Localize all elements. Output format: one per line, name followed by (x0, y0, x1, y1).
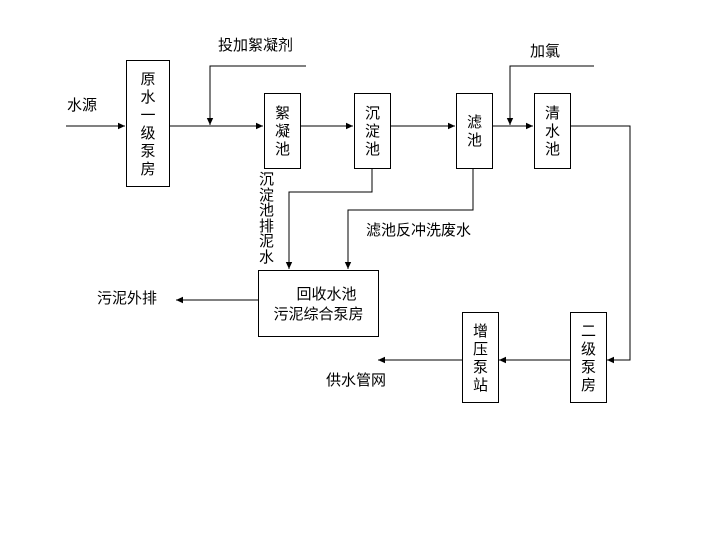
edge-sedimentation-sludge (285, 168, 373, 269)
node-label: 滤池 (466, 113, 482, 149)
edge-clear-water-to-secondary-pump (571, 125, 631, 364)
edge-filter-backwash (344, 168, 474, 269)
node-filter-tank: 滤池 (456, 93, 493, 169)
node-label-line1: 回收水池 (296, 284, 357, 303)
label-supply-network: 供水管网 (326, 371, 387, 389)
label-water-source: 水源 (67, 96, 98, 114)
label-sludge-discharge: 污泥外排 (97, 289, 158, 307)
node-flocculation-tank: 絮凝池 (264, 93, 301, 169)
label-backwash: 滤池反冲洗废水 (366, 221, 472, 239)
node-label: 絮凝池 (274, 104, 290, 158)
node-label-line2: 污泥综合泵房 (273, 304, 364, 323)
node-sedimentation-tank: 沉淀池 (354, 93, 391, 169)
node-label: 增压泵站 (472, 321, 488, 394)
node-label: 二级泵房 (580, 321, 596, 394)
edge-chlorine-dosing (506, 65, 594, 125)
label-sedimentation-sludge: 沉淀池排泥水 (259, 170, 275, 266)
label-add-chlorine: 加氯 (530, 42, 561, 60)
node-secondary-pump-house: 二级泵房 (570, 312, 607, 403)
label-add-coagulant: 投加絮凝剂 (218, 36, 294, 54)
node-label: 原水一级泵房 (140, 69, 156, 178)
node-label: 沉淀池 (364, 104, 380, 158)
node-raw-water-pump-house: 原水一级泵房 (126, 60, 170, 187)
node-clear-water-tank: 清水池 (534, 93, 571, 169)
node-label: 清水池 (544, 104, 560, 158)
node-booster-pump-station: 增压泵站 (462, 312, 499, 403)
edge-coagulant-dosing (206, 65, 306, 125)
node-recycle-sludge-pump-house: 回收水池 污泥综合泵房 (258, 270, 379, 337)
